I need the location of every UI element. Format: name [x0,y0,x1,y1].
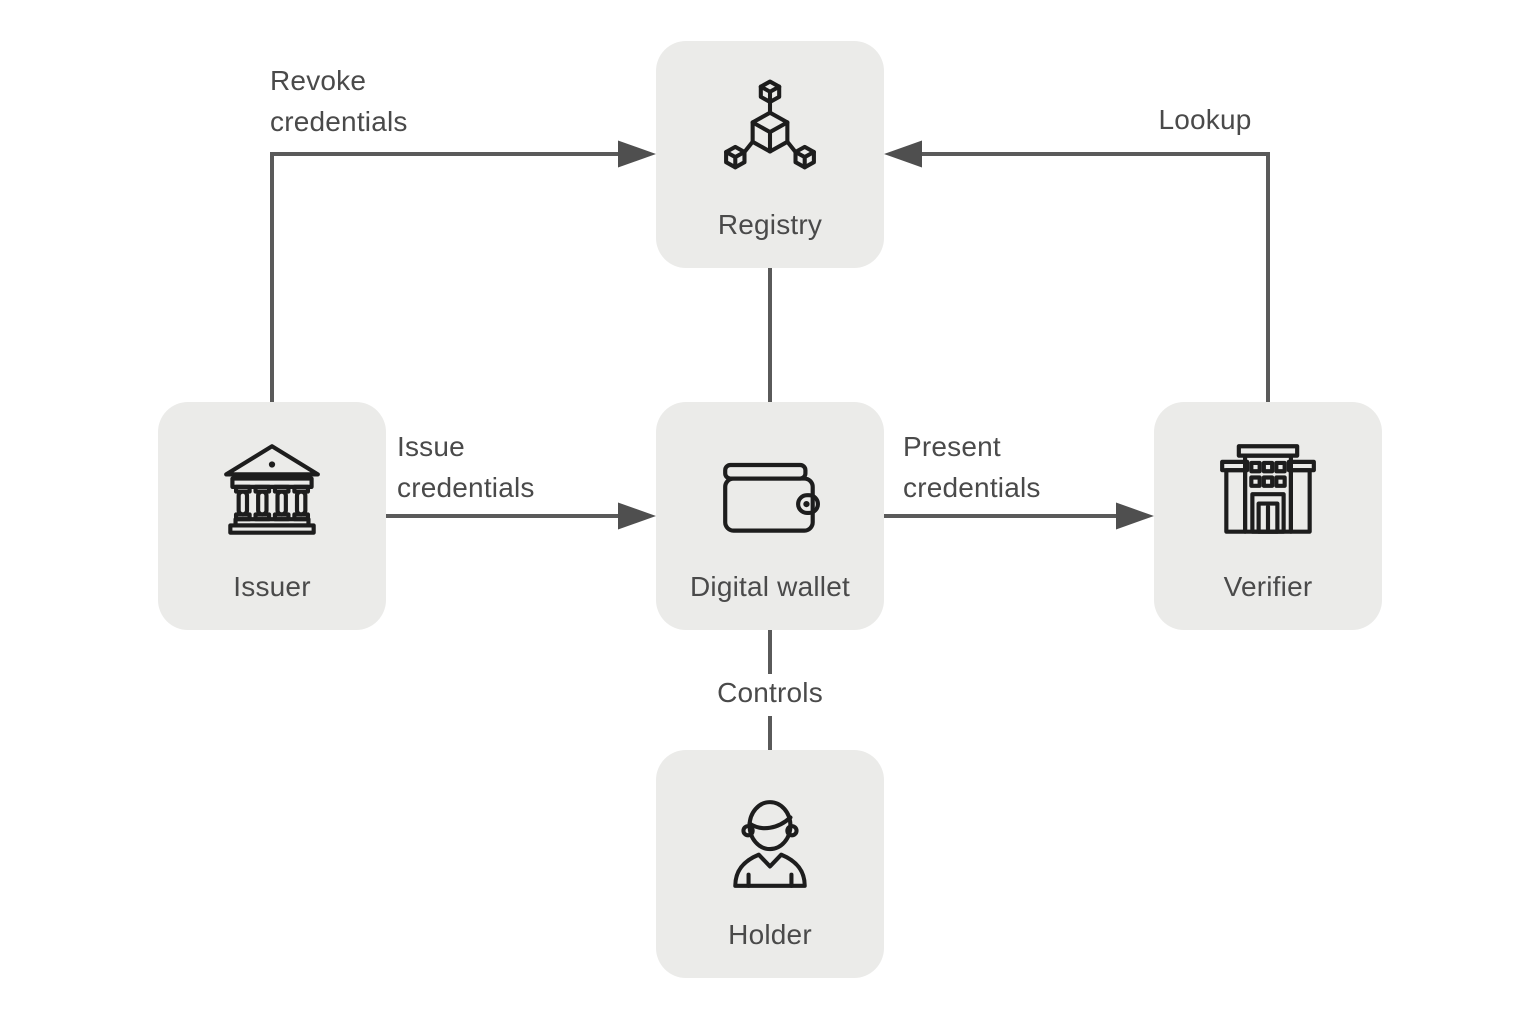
revoke-credentials-label-line1: Revoke [270,65,367,96]
verifier-label: Verifier [1223,571,1313,602]
registry-label: Registry [717,209,823,240]
present-credentials-label-line1: Present [903,431,1001,462]
wallet-icon [656,440,884,540]
issue-credentials-label-line1: Issue [397,431,465,462]
issue-credentials-label-line2: credentials [397,472,535,503]
arrowhead-into-registry-right [884,140,922,168]
arrowhead-into-verifier [1116,502,1154,530]
node-verifier: Verifier [1154,402,1382,630]
holder-label: Holder [728,919,812,950]
office-building-icon [1154,440,1382,540]
digital-wallet-label: Digital wallet [690,571,850,602]
present-credentials-label: Present credentials [903,426,1041,508]
controls-label: Controls [717,677,823,708]
revoke-credentials-label: Revoke credentials [270,60,408,142]
edge-revoke-credentials [270,140,656,402]
arrowhead-into-wallet [618,502,656,530]
lookup-label: Lookup [1158,104,1252,135]
node-issuer: Issuer [158,402,386,630]
issue-credentials-label: Issue credentials [397,426,535,508]
person-icon [656,796,884,894]
edge-lookup [884,140,1270,402]
revoke-credentials-label-line2: credentials [270,106,408,137]
node-registry: Registry [656,41,884,268]
issuer-label: Issuer [233,571,311,602]
arrowhead-into-registry-left [618,140,656,168]
node-holder: Holder [656,750,884,978]
bank-icon [158,440,386,540]
node-digital-wallet: Digital wallet [656,402,884,630]
present-credentials-label-line2: credentials [903,472,1041,503]
cube-network-icon [656,79,884,177]
